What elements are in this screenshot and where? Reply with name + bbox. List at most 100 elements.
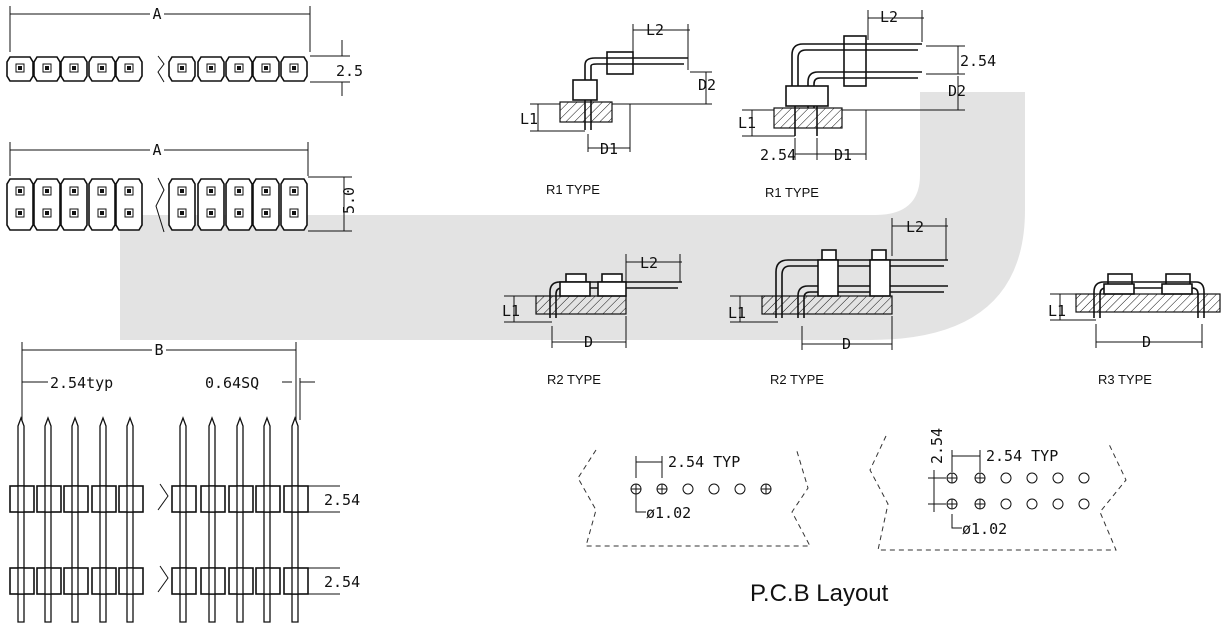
pin-square bbox=[289, 186, 299, 196]
pcb-hole bbox=[682, 483, 694, 495]
r3-d: D bbox=[1142, 333, 1151, 351]
pcb-hole bbox=[734, 483, 746, 495]
single-row-pins bbox=[6, 55, 308, 83]
pin-segment bbox=[99, 567, 107, 595]
r1-double-l2: L2 bbox=[880, 8, 898, 26]
break-mark bbox=[157, 565, 169, 593]
pin-segment bbox=[208, 485, 216, 513]
pin-square bbox=[289, 208, 299, 218]
r2-double-caption: R2 TYPE bbox=[770, 372, 824, 387]
r3-caption: R3 TYPE bbox=[1098, 372, 1152, 387]
break-mark bbox=[157, 55, 165, 83]
pcb-hole bbox=[708, 483, 720, 495]
break-mark bbox=[155, 177, 165, 233]
pin-segment bbox=[126, 485, 134, 513]
pin-core bbox=[209, 189, 213, 193]
pin-housing bbox=[252, 178, 280, 231]
break-mark bbox=[157, 483, 169, 511]
pin-square bbox=[206, 63, 216, 73]
pin-housing bbox=[33, 178, 61, 231]
pcb-double-pitch: 2.54 TYP bbox=[986, 447, 1058, 465]
pin-square bbox=[177, 186, 187, 196]
r3-l1: L1 bbox=[1048, 302, 1066, 320]
pin-core bbox=[180, 211, 184, 215]
pin-core bbox=[292, 66, 296, 70]
pcb-hole bbox=[1052, 472, 1064, 484]
dim-b: B bbox=[154, 341, 163, 359]
pin-square bbox=[261, 208, 271, 218]
pin-square bbox=[124, 186, 134, 196]
pin-segment bbox=[263, 485, 271, 513]
pin-core bbox=[127, 211, 131, 215]
pin-square bbox=[97, 208, 107, 218]
r1-single-l2: L2 bbox=[646, 21, 664, 39]
side-pins bbox=[9, 416, 309, 623]
pin-core bbox=[264, 189, 268, 193]
pin-core bbox=[72, 189, 76, 193]
pin-housing bbox=[6, 178, 34, 231]
pcb-hole bbox=[1026, 498, 1038, 510]
pin-segment bbox=[208, 567, 216, 595]
r2-double-l1: L1 bbox=[728, 304, 746, 322]
pin-core bbox=[100, 66, 104, 70]
pin-core bbox=[127, 189, 131, 193]
r1-single-d2: D2 bbox=[698, 76, 716, 94]
dim-height-single: 2.5 bbox=[336, 62, 363, 80]
pin-square bbox=[261, 63, 271, 73]
pcb-double-row-pitch: 2.54 bbox=[928, 428, 946, 464]
pin-core bbox=[45, 66, 49, 70]
pin-square bbox=[177, 63, 187, 73]
pin-housing bbox=[280, 178, 308, 231]
pin-segment bbox=[99, 485, 107, 513]
pcb-single-hole: ø1.02 bbox=[646, 504, 691, 522]
pin-core bbox=[180, 189, 184, 193]
pin-size: 0.64SQ bbox=[205, 374, 259, 392]
pin-square bbox=[69, 186, 79, 196]
r2-double-drawing: L2 L1 D R2 TYPE bbox=[728, 218, 948, 387]
pin-square bbox=[234, 208, 244, 218]
pin-segment bbox=[236, 485, 244, 513]
pin-square bbox=[42, 63, 52, 73]
pin-segment bbox=[17, 567, 25, 595]
pin-core bbox=[237, 211, 241, 215]
r2-single-l1: L1 bbox=[502, 302, 520, 320]
pin-segment bbox=[263, 567, 271, 595]
pin-square bbox=[124, 63, 134, 73]
pcb-hole bbox=[1078, 498, 1090, 510]
pin-core bbox=[209, 66, 213, 70]
r3-drawing: L1 D R3 TYPE bbox=[1048, 273, 1221, 387]
r1-double-caption: R1 TYPE bbox=[765, 185, 819, 200]
pcb-hole bbox=[1052, 498, 1064, 510]
pin-segment bbox=[179, 567, 187, 595]
pin-segment bbox=[179, 485, 187, 513]
pin-core bbox=[180, 66, 184, 70]
pcb-single-holes bbox=[630, 483, 772, 495]
pin-core bbox=[45, 211, 49, 215]
pin-square bbox=[261, 186, 271, 196]
r1-double-drawing: L2 2.54 D2 L1 2.54 D1 R1 TYPE bbox=[738, 8, 996, 200]
pin-housing bbox=[168, 178, 196, 231]
pcb-single-layout: 2.54 TYP ø1.02 bbox=[577, 447, 811, 547]
pin-core bbox=[264, 66, 268, 70]
pin-core bbox=[127, 66, 131, 70]
pin-square bbox=[97, 186, 107, 196]
pin-housing bbox=[60, 178, 88, 231]
single-row-top-view: A 2.5 bbox=[6, 5, 363, 96]
pin-square bbox=[97, 63, 107, 73]
spacing-bottom: 2.54 bbox=[324, 573, 360, 591]
r1-single-caption: R1 TYPE bbox=[546, 182, 600, 197]
r1-single-d1: D1 bbox=[600, 140, 618, 158]
pin-housing bbox=[197, 178, 225, 231]
pcb-hole bbox=[1026, 472, 1038, 484]
pin-square bbox=[234, 63, 244, 73]
pin-segment bbox=[71, 567, 79, 595]
pin-square bbox=[15, 186, 25, 196]
pin-segment bbox=[44, 485, 52, 513]
pcb-hole bbox=[1000, 498, 1012, 510]
r1-double-d2: D2 bbox=[948, 82, 966, 100]
pin-square bbox=[69, 208, 79, 218]
side-view: B 2.54typ 0.64SQ 2.54 2.54 bbox=[9, 341, 360, 623]
dim-a-single: A bbox=[152, 5, 161, 23]
pin-housing bbox=[115, 178, 143, 231]
